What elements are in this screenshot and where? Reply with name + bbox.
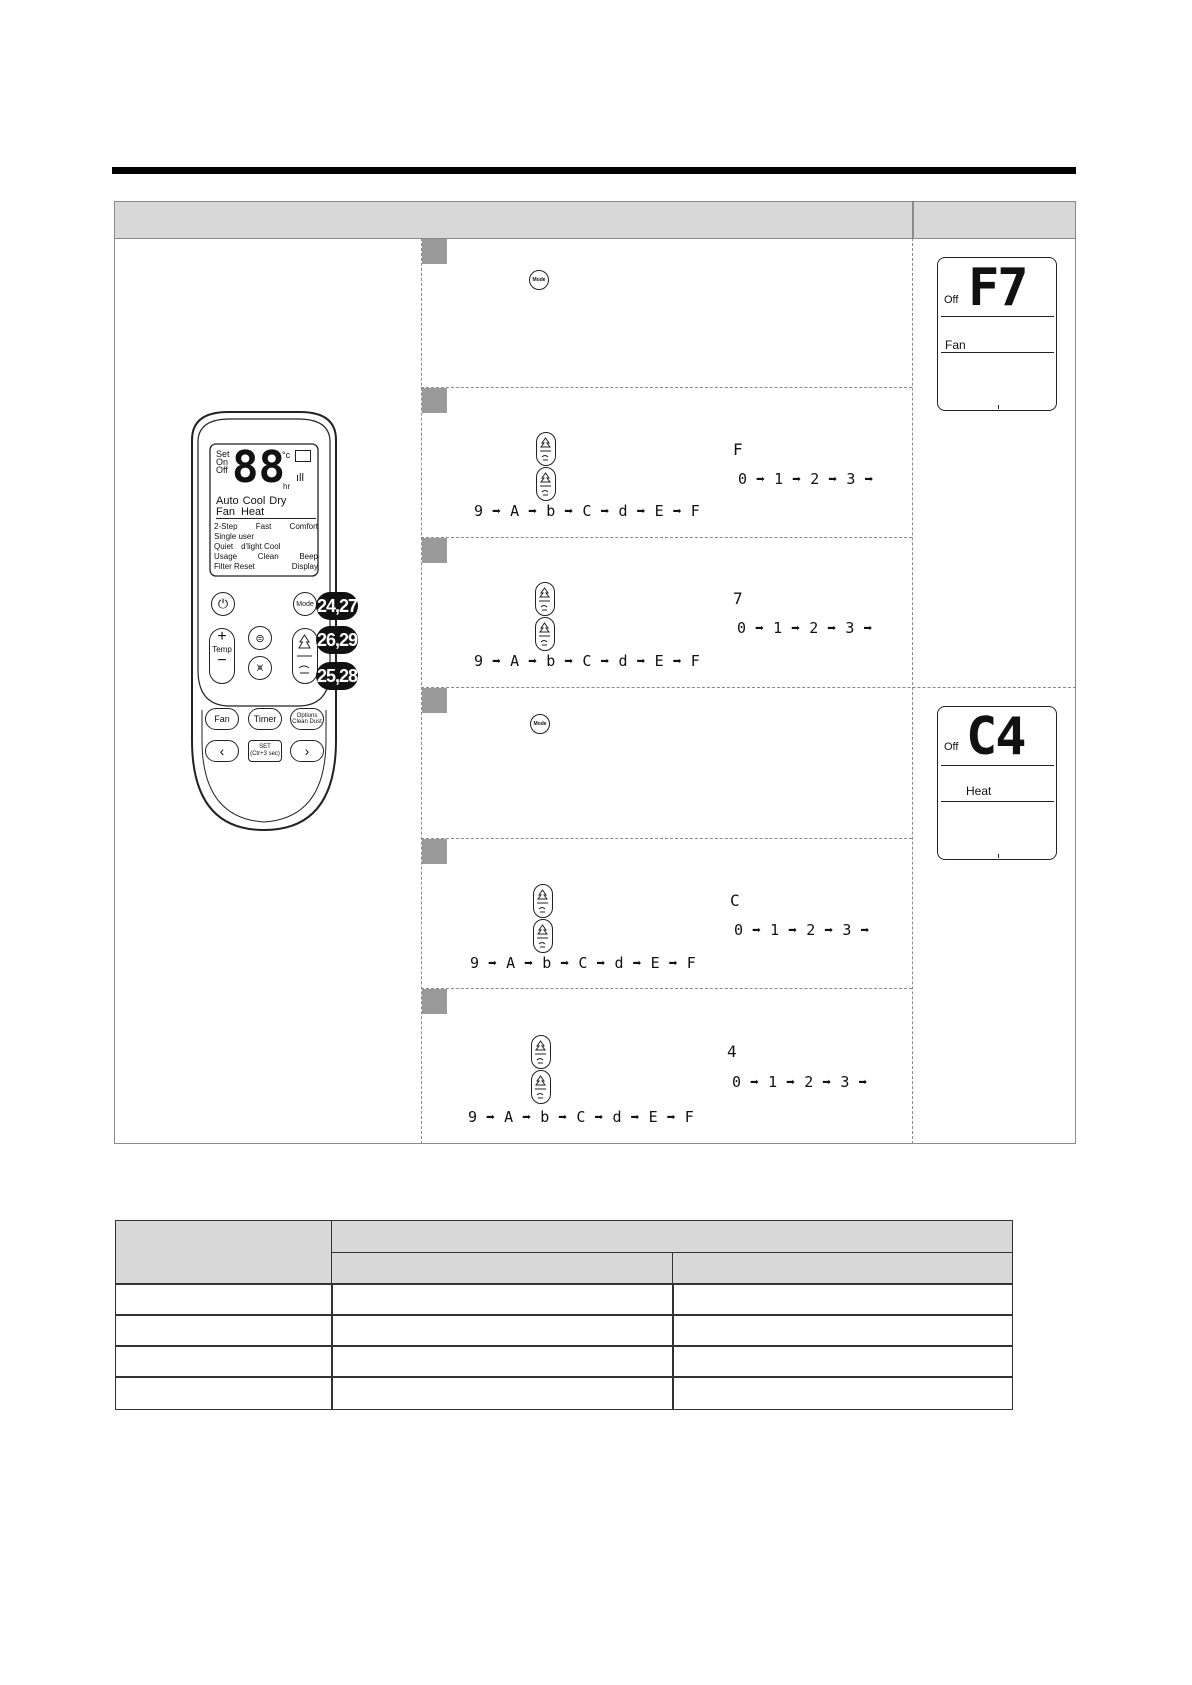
display-line [941, 765, 1054, 766]
row-divider [421, 838, 912, 839]
digit-sequence: 0 ➡ 1 ➡ 2 ➡ 3 ➡ [732, 1073, 868, 1091]
fan-button[interactable]: Fan [205, 708, 239, 730]
callout-badge: 26,29 [316, 626, 358, 654]
grid-cell [331, 1376, 674, 1410]
step-marker [422, 688, 447, 713]
temp-plus[interactable]: + [217, 628, 227, 645]
display-line [941, 801, 1054, 802]
procedure-table-header [115, 202, 1075, 239]
set-button[interactable]: SET(Ctr+3 sec) [248, 740, 282, 762]
row-divider [421, 537, 912, 538]
display-line [941, 352, 1054, 353]
display-line [941, 316, 1054, 317]
option-char: 4 [727, 1042, 737, 1061]
windfree-button[interactable]: ⩙ [248, 656, 272, 680]
left-button[interactable]: ‹ [205, 740, 239, 762]
grid-cell [331, 1283, 674, 1316]
column-divider-right [912, 238, 913, 1144]
signal-icon: ıll [296, 472, 304, 484]
digit-sequence: 0 ➡ 1 ➡ 2 ➡ 3 ➡ [738, 470, 874, 488]
grid-header-left [115, 1220, 333, 1285]
fan-speed-rocker[interactable] [292, 628, 318, 684]
digit-sequence: 0 ➡ 1 ➡ 2 ➡ 3 ➡ [734, 921, 870, 939]
mode-button-icon: Mode [529, 270, 549, 290]
callout-badge: 24,27 [316, 592, 358, 620]
option-sequence: 9 ➡ A ➡ b ➡ C ➡ d ➡ E ➡ F [474, 652, 700, 670]
power-icon: ⏻ [217, 596, 229, 611]
lcd-hr: hr [283, 482, 291, 491]
battery-icon [295, 450, 311, 462]
grid-subheader [672, 1252, 1013, 1285]
mode-button-icon: Mode [530, 714, 550, 734]
step-marker [422, 839, 447, 864]
procedure-table [114, 201, 1076, 1144]
option-sequence: 9 ➡ A ➡ b ➡ C ➡ d ➡ E ➡ F [474, 502, 700, 520]
row-divider [421, 988, 912, 989]
temp-rocker[interactable]: + Temp − [209, 628, 235, 684]
option-char: F [733, 440, 743, 459]
grid-cell [115, 1283, 333, 1316]
right-button[interactable]: › [290, 740, 324, 762]
fan-down-button-icon [536, 467, 556, 501]
grid-cell [115, 1314, 333, 1347]
step-marker [422, 239, 447, 264]
grid-cell [331, 1345, 674, 1378]
step-marker [422, 388, 447, 413]
display-off-label: Off [944, 741, 959, 753]
grid-subheader [331, 1252, 674, 1285]
fan-down-button-icon [533, 919, 553, 953]
grid-cell [672, 1283, 1013, 1316]
callout-badge: 25,28 [316, 662, 358, 690]
fan-up-button-icon [531, 1035, 551, 1069]
fan-down-button-icon [535, 617, 555, 651]
grid-cell [672, 1314, 1013, 1347]
header-divider [912, 202, 914, 238]
grid-cell [115, 1345, 333, 1378]
option-char: C [730, 891, 740, 910]
option-char: 7 [733, 589, 743, 608]
step-marker [422, 538, 447, 563]
grid-cell [115, 1376, 333, 1410]
fan-up-button-icon [535, 582, 555, 616]
row-divider [421, 687, 1076, 688]
column-divider-left [421, 238, 422, 1144]
top-rule [112, 167, 1076, 174]
chevron-left-icon: ‹ [219, 743, 225, 759]
display-mode: Heat [966, 784, 992, 798]
option-sequence: 9 ➡ A ➡ b ➡ C ➡ d ➡ E ➡ F [468, 1108, 694, 1126]
grid-header-top [331, 1220, 1013, 1254]
fan-down-button-icon [531, 1070, 551, 1104]
grid-cell [672, 1376, 1013, 1410]
timer-button[interactable]: Timer [248, 708, 282, 730]
display-mode: Fan [945, 338, 966, 352]
swing-icon: ⊜ [255, 632, 265, 645]
fan-up-button-icon [536, 432, 556, 466]
display-off-label: Off [944, 294, 959, 306]
lcd-digits: 88 [232, 442, 285, 493]
power-button[interactable]: ⏻ [211, 592, 235, 616]
temp-minus[interactable]: − [217, 652, 227, 669]
option-sequence: 9 ➡ A ➡ b ➡ C ➡ d ➡ E ➡ F [470, 954, 696, 972]
display-panel-fan: Off F7 Fan [937, 257, 1057, 411]
lcd-celsius: °c [282, 450, 291, 460]
chevron-right-icon: › [304, 743, 310, 759]
windfree-icon: ⩙ [256, 661, 264, 674]
mode-button[interactable]: Mode [293, 592, 317, 616]
grid-cell [672, 1345, 1013, 1378]
display-code: F7 [968, 258, 1029, 318]
display-code: C4 [966, 707, 1027, 767]
swing-button[interactable]: ⊜ [248, 626, 272, 650]
grid-cell [331, 1314, 674, 1347]
display-panel-heat: Off C4 Heat [937, 706, 1057, 860]
fan-up-button-icon [533, 884, 553, 918]
step-marker [422, 989, 447, 1014]
digit-sequence: 0 ➡ 1 ➡ 2 ➡ 3 ➡ [737, 619, 873, 637]
row-divider [421, 387, 912, 388]
